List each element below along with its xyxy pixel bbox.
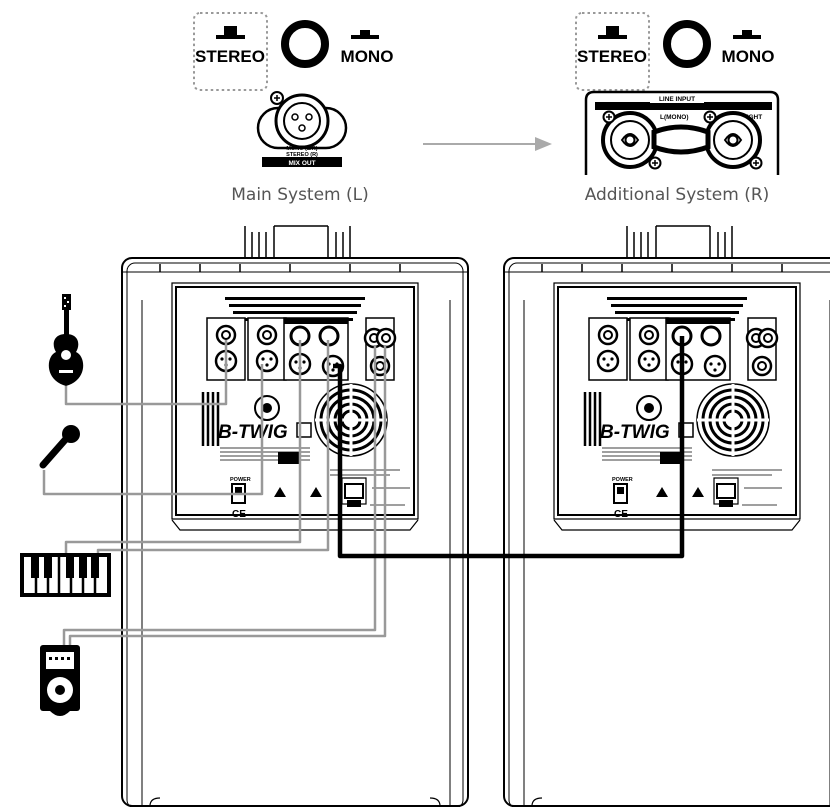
player-cable-left [62, 345, 377, 645]
mix-out-stereo-line: STEREO (R) [286, 152, 318, 158]
mix-out-title: MIX OUT [288, 160, 315, 167]
additional-stereo-label: STEREO [577, 47, 647, 66]
main-power-label: POWER [230, 477, 251, 483]
additional-system-caption: Additional System (R) [585, 185, 770, 205]
main-mode-knob[interactable] [281, 20, 329, 68]
main-ce-mark: CE [232, 509, 246, 520]
player-cable-right [68, 345, 387, 645]
main-speaker-unit: B-TWIG POWER CE [121, 225, 469, 807]
line-input-panel: LINE INPUT L(MONO) RIGHT [584, 90, 780, 175]
additional-ce-mark: CE [614, 509, 628, 520]
line-input-right-combo-jack[interactable] [704, 111, 762, 169]
acoustic-guitar-icon [48, 294, 84, 386]
line-input-right-label: RIGHT [742, 114, 762, 121]
additional-stereo-icon [598, 26, 627, 39]
additional-brand-logo: B-TWIG [600, 422, 670, 443]
main-mono-label: MONO [341, 47, 394, 66]
main-mono-icon [351, 30, 379, 39]
additional-mono-label: MONO [722, 47, 775, 66]
mix-out-connector: MONO (L/R) STEREO (R) MIX OUT [256, 91, 348, 167]
line-input-title: LINE INPUT [659, 96, 695, 103]
media-player-icon [40, 645, 80, 716]
microphone-icon [39, 425, 80, 469]
line-input-left-combo-jack[interactable] [601, 111, 659, 169]
main-stereo-icon [216, 26, 245, 39]
link-arrow [423, 137, 552, 151]
additional-power-label: POWER [612, 477, 633, 483]
main-mode-switch: STEREO MONO [193, 12, 394, 91]
main-stereo-label: STEREO [195, 47, 265, 66]
keyboard-icon [20, 553, 111, 597]
additional-speaker-grille [695, 382, 771, 458]
line-input-left-label: L(MONO) [660, 114, 689, 121]
main-system-caption: Main System (L) [231, 185, 369, 205]
mic-cable [42, 364, 264, 496]
additional-speaker-unit: B-TWIG POWER CE [503, 225, 830, 807]
guitar-cable [64, 340, 228, 406]
mix-out-mono-line: MONO (L/R) [286, 146, 317, 152]
link-cable [333, 336, 685, 559]
additional-mono-icon [733, 30, 761, 39]
additional-mode-switch: STEREO MONO [575, 12, 775, 91]
additional-mode-knob[interactable] [663, 20, 711, 68]
main-brand-logo: B-TWIG [218, 422, 288, 443]
